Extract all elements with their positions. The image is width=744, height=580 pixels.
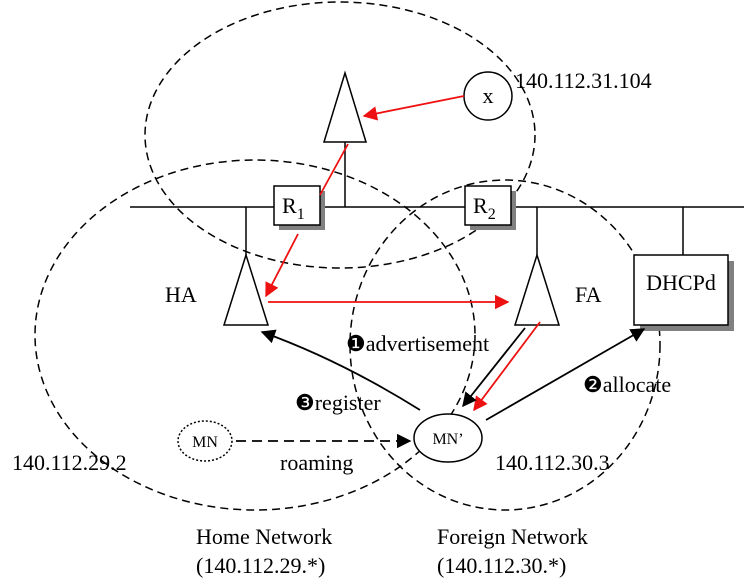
mn-node [177,420,233,462]
home-ip-label: 140.112.29.2 [12,450,127,475]
step2-allocate-label: ❷allocate [583,372,671,397]
router2 [464,185,512,226]
dhcp-label: DHCPd [646,270,716,295]
arrow-fa-to-mn-advertisement [462,327,526,408]
foreign-network-caption-line2: (140.112.30.*) [437,553,566,578]
ha-antenna [222,252,270,326]
fa-antenna [513,252,561,326]
home-network-caption-line1: Home Network [196,524,332,549]
arrow-mn-to-ha-register [260,329,421,411]
home-network-caption-line2: (140.112.29.*) [196,553,325,578]
roaming-label: roaming [280,450,353,475]
mn-prime-node [413,413,483,463]
mn-prime-label: MN’ [432,431,463,448]
red-arrow-fa-to-mn [473,321,541,412]
red-line-antenna-to-r1 [319,143,349,196]
router1 [273,185,321,226]
foreign-network-circle [349,179,661,511]
arrow-mn-to-dhcp-allocate [485,328,646,421]
host-x-label: x [483,83,494,108]
top-host-ip: 140.112.31.104 [515,68,652,93]
router2-label: R2 [473,193,496,223]
foreign-ip-label: 140.112.30.3 [495,450,610,475]
step1-advertisement-label: ❶advertisement [346,331,489,356]
top-antenna [322,70,368,143]
foreign-network-caption-line1: Foreign Network [437,524,588,549]
top-network-circle [144,1,536,269]
red-arrow-r1-to-ha [265,233,299,298]
router1-label: R1 [282,193,305,223]
fa-label: FA [575,282,602,307]
home-network-circle [34,159,476,511]
red-arrow-x-to-antenna [362,95,465,121]
ha-label: HA [165,282,197,307]
step3-register-label: ❸register [295,390,381,415]
mn-label: MN [192,434,218,451]
dhcp-server [633,254,729,326]
